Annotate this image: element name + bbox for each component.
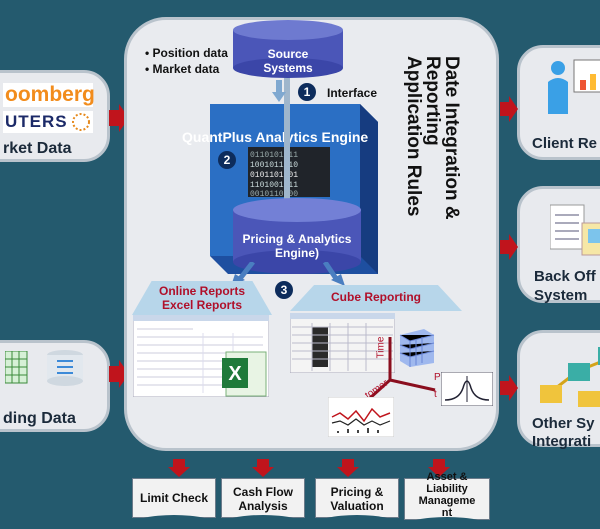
source-systems-database [233,20,343,78]
client-reports-panel: Client Re [517,45,600,160]
bullet-position-data: • Position data [145,46,228,60]
axis-time-label: Time [375,336,387,359]
reuters-logo-text: UTERS [5,112,68,131]
excel-icon: X [222,351,267,397]
bloomberg-logo-text: oomberg [5,83,95,106]
trading-data-label: ding Data [3,410,76,427]
source-line1: Source [267,47,309,61]
pricing-valuation-box: Pricing & Valuation [315,478,399,525]
interface-label: Interface [327,86,378,100]
axis-p-label: P [434,372,441,383]
arrow-down-icon [337,459,359,477]
pricing-valuation-line2: Valuation [330,499,384,513]
cash-flow-line1: Cash Flow [232,485,293,499]
arrow-right-icon [500,96,518,122]
database-icon [47,350,83,386]
bullet-market-text: Market data [152,62,220,76]
spreadsheet-icon [5,351,28,384]
vertical-line2: Reporting [422,56,443,146]
engine-title: QuantPlus Analytics Engine [182,129,369,145]
alm-line4: nt [441,507,453,519]
presenter-chart-icon [548,59,600,114]
pricing-engine-label: Pricing & Analytics Engine) [235,232,359,260]
pricing-line2: Engine) [275,246,319,260]
bullet-position-text: Position data [152,46,228,60]
bullet-market-data: • Market data [145,62,220,76]
cube-3d-icon [399,329,435,367]
vertical-title: Date Integration & Reporting Application… [391,56,462,236]
svg-text:0110101011: 0110101011 [250,151,298,160]
source-line2: Systems [263,61,313,75]
online-reports-line2: Excel Reports [161,298,243,312]
cash-flow-line2: Analysis [238,499,288,513]
arrow-down-icon [168,459,190,477]
limit-check-box: Limit Check [132,478,216,525]
documents-icon [550,204,600,256]
arrows-to-reports [231,262,345,286]
step-3-badge: 3 [275,281,293,299]
arrow-down-icon [252,459,274,477]
pricing-line1: Pricing & Analytics [242,232,352,246]
svg-text:0010110100: 0010110100 [250,190,298,197]
step-1-badge: 1 [298,83,316,101]
back-office-line2: System [534,287,588,304]
arrow-right-icon [500,234,518,260]
cube-reporting-title: Cube Reporting [331,290,421,304]
trading-data-panel: ding Data [0,340,110,432]
arrow-down-icon [272,80,286,102]
arrow-down-icon [428,459,450,477]
arrow-right-icon [500,375,518,401]
other-systems-line1: Other Sy [532,415,595,432]
svg-text:0101101101: 0101101101 [250,171,298,180]
alm-line2: Liability [426,483,468,495]
other-systems-panel: Other Sy Integrati [517,330,600,450]
alm-box: Asset & Liability Manageme nt [404,471,490,527]
network-icon [540,347,600,407]
vertical-line1: Date Integration & [441,56,462,220]
connector-shaft [284,72,290,212]
online-reports-header [132,281,272,315]
alm-line1: Asset & [426,471,468,483]
step-2-badge: 2 [218,151,236,169]
axis-t-label: t [434,389,437,400]
online-reports-line1: Online Reports [158,284,245,298]
market-data-label: rket Data [3,140,72,157]
other-systems-line2: Integrati [532,433,592,450]
svg-text:1001011010: 1001011010 [250,161,298,170]
bloomberg-logo: oomberg [3,83,95,107]
pricing-valuation-line1: Pricing & [330,485,384,499]
cash-flow-box: Cash Flow Analysis [221,478,305,525]
online-reports-title: Online Reports Excel Reports [132,284,272,312]
reuters-dots-icon [72,113,90,131]
source-systems-label: Source Systems [233,47,343,75]
cube-reporting-header [290,285,462,311]
limit-check-label: Limit Check [139,491,208,505]
back-office-line1: Back Off [534,268,596,285]
client-reports-label: Client Re [532,135,598,152]
line-chart-thumbnail [328,397,394,437]
market-data-panel: oomberg UTERS rket Data [0,70,110,162]
alm-line3: Manageme [418,495,476,507]
cube-table-screenshot [290,313,395,373]
bell-curve-chart [441,372,493,406]
svg-text:1101001011: 1101001011 [250,181,298,190]
reuters-logo: UTERS [3,111,93,133]
vertical-line3: Application Rules [403,56,424,217]
back-office-panel: Back Off System [517,186,600,304]
svg-text:X: X [228,363,242,385]
